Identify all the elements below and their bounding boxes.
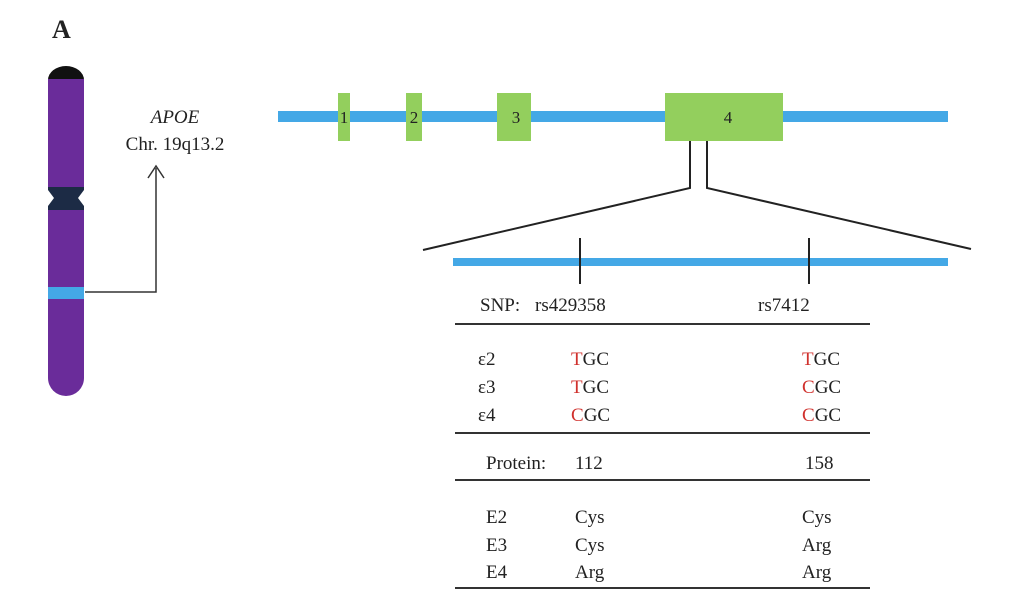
codon-rest: GC <box>815 377 841 398</box>
svg-text:CGC: CGC <box>802 377 841 398</box>
allele-row: ε4 CGC CGC <box>478 405 841 426</box>
chromosome-telomere <box>48 66 84 80</box>
exon-label: 1 <box>340 108 349 127</box>
isoform-name: E3 <box>486 535 507 556</box>
allele-name: ε4 <box>478 405 496 426</box>
allele-name: ε2 <box>478 349 495 370</box>
gene-line <box>278 111 948 122</box>
exon-3: 3 <box>497 93 531 141</box>
chromosome-q-arm <box>48 210 84 396</box>
exon-1: 1 <box>338 93 350 141</box>
chromosome-apoe-band <box>48 287 84 299</box>
locus-pointer-arrow <box>85 168 157 293</box>
zoom-line-left <box>422 141 691 251</box>
protein-position-1: 112 <box>575 453 603 474</box>
snp-base: C <box>802 377 815 398</box>
svg-text:TGC: TGC <box>571 377 609 398</box>
chromosome-19 <box>48 66 84 396</box>
residue: Arg <box>802 562 832 583</box>
allele-row: ε2 TGC TGC <box>478 349 840 370</box>
svg-text:TGC: TGC <box>571 349 609 370</box>
codon-rest: GC <box>583 349 609 370</box>
snp-base: C <box>571 405 584 426</box>
chromosome-centromere <box>48 187 84 210</box>
snp-table: SNP: rs429358 rs7412 ε2 TGC TGC ε3 TGC C… <box>455 295 870 589</box>
residue: Cys <box>575 535 605 556</box>
codon-rest: GC <box>583 377 609 398</box>
exon-2: 2 <box>406 93 422 141</box>
allele-name: ε3 <box>478 377 495 398</box>
gene-name: APOE <box>149 107 200 128</box>
protein-label: Protein: <box>486 453 546 474</box>
svg-text:CGC: CGC <box>802 405 841 426</box>
zoom-line-right <box>706 141 972 250</box>
allele-row: ε3 TGC CGC <box>478 377 841 398</box>
snp-id-1: rs429358 <box>535 295 606 316</box>
gene-location: Chr. 19q13.2 <box>126 134 225 155</box>
residue: Arg <box>575 562 605 583</box>
protein-position-2: 158 <box>805 453 834 474</box>
exon-label: 3 <box>512 108 521 127</box>
exon-4: 4 <box>665 93 783 141</box>
snp-base: T <box>802 349 814 370</box>
codon-rest: GC <box>584 405 610 426</box>
snp-label: SNP: <box>480 295 520 316</box>
exon-label: 4 <box>724 108 733 127</box>
exon-label: 2 <box>410 108 419 127</box>
snp-base: T <box>571 349 583 370</box>
codon-rest: GC <box>814 349 840 370</box>
panel-label: A <box>52 15 71 44</box>
exon4-detail-line <box>453 258 948 266</box>
isoform-row: E4 Arg Arg <box>486 562 832 583</box>
snp-base: C <box>802 405 815 426</box>
svg-text:TGC: TGC <box>802 349 840 370</box>
residue: Cys <box>802 507 832 528</box>
arrow-head-icon <box>147 164 165 179</box>
snp-id-2: rs7412 <box>758 295 810 316</box>
chromosome-p-arm <box>48 79 84 187</box>
isoform-row: E2 Cys Cys <box>486 507 832 528</box>
isoform-name: E2 <box>486 507 507 528</box>
residue: Arg <box>802 535 832 556</box>
codon-rest: GC <box>815 405 841 426</box>
residue: Cys <box>575 507 605 528</box>
isoform-row: E3 Cys Arg <box>486 535 832 556</box>
isoform-name: E4 <box>486 562 508 583</box>
snp-base: T <box>571 377 583 398</box>
svg-text:CGC: CGC <box>571 405 610 426</box>
